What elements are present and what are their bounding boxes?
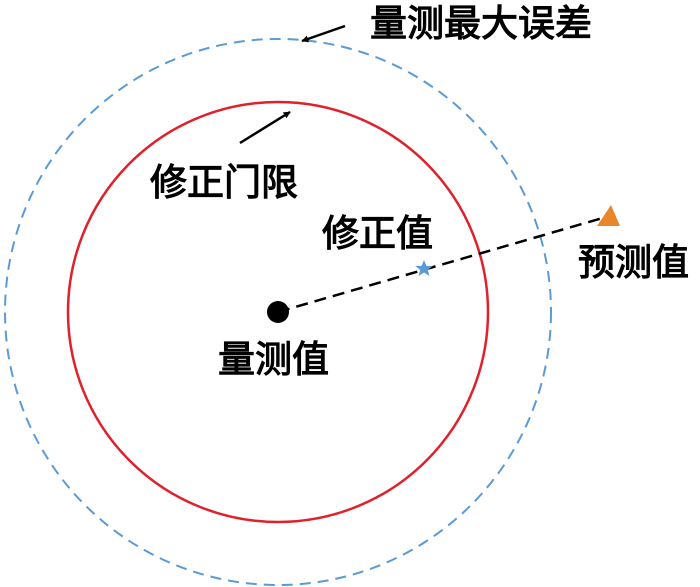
predicted-value-label: 预测值	[578, 240, 689, 284]
correction-threshold-circle	[66, 100, 490, 524]
correction-threshold-label: 修正门限	[150, 160, 298, 204]
threshold-pointer-arrow	[239, 110, 291, 145]
measured-value-label: 量测值	[218, 337, 329, 381]
measurement-max-error-circle	[4, 38, 552, 586]
predicted-value-triangle-icon	[597, 205, 620, 226]
measured-value-point-icon	[267, 301, 289, 323]
measurement-max-error-label: 量测最大误差	[370, 1, 592, 45]
corrected-value-star-icon	[415, 260, 433, 276]
corrected-value-label: 修正值	[322, 211, 433, 255]
max-error-pointer-arrow	[301, 24, 346, 43]
